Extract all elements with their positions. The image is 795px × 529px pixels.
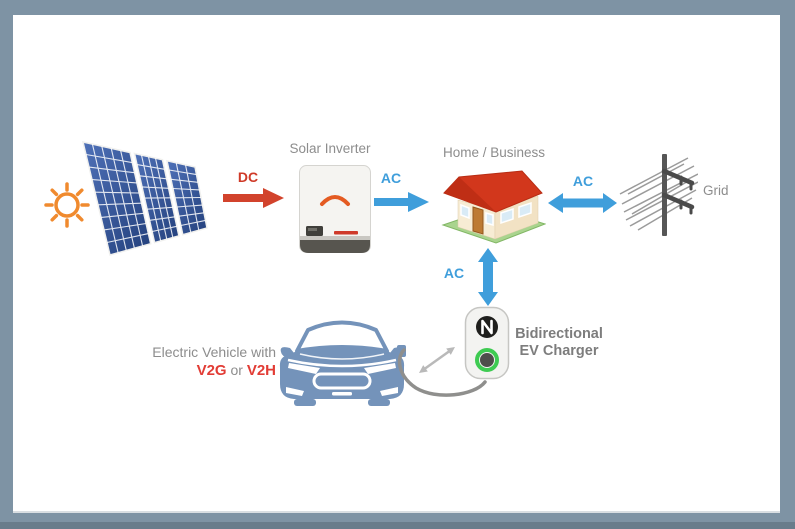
electric-car-icon	[279, 320, 405, 406]
ac-arrow-home-grid	[548, 193, 617, 213]
ev-label-line2: V2G or V2H	[138, 361, 276, 380]
diagram-canvas	[13, 15, 780, 513]
ac-arrow-inverter-home	[374, 192, 429, 212]
home-business-label: Home / Business	[442, 145, 546, 160]
grid-label: Grid	[703, 183, 729, 198]
sun-icon	[44, 182, 90, 228]
ac-flow-label-inverter-home: AC	[380, 170, 402, 186]
charger-label-line2: EV Charger	[519, 343, 599, 359]
charger-label: Bidirectional EV Charger	[500, 326, 618, 360]
charging-cable-icon	[397, 345, 487, 397]
solar-panel-array-icon	[81, 141, 208, 256]
utility-pole-icon	[619, 154, 698, 236]
v2g-label: V2G	[196, 362, 227, 379]
ev-label: Electric Vehicle with V2G or V2H	[138, 343, 276, 380]
solar-inverter-label: Solar Inverter	[289, 141, 371, 156]
ac-flow-label-home-charger: AC	[443, 265, 465, 281]
frame-bottom-shade	[0, 522, 795, 529]
charger-label-line1: Bidirectional	[515, 326, 603, 342]
ev-charger-icon	[464, 306, 510, 380]
ev-label-line1: Electric Vehicle with	[152, 344, 276, 360]
dc-arrow	[223, 188, 284, 208]
ac-arrow-home-charger	[478, 248, 498, 306]
bidirectional-exchange-icon	[419, 347, 455, 373]
or-label: or	[230, 362, 243, 378]
dc-flow-label: DC	[237, 169, 259, 185]
solar-inverter-icon	[299, 165, 371, 253]
v2h-label: V2H	[246, 362, 276, 379]
ac-flow-label-home-grid: AC	[572, 173, 594, 189]
house-icon	[441, 170, 546, 244]
